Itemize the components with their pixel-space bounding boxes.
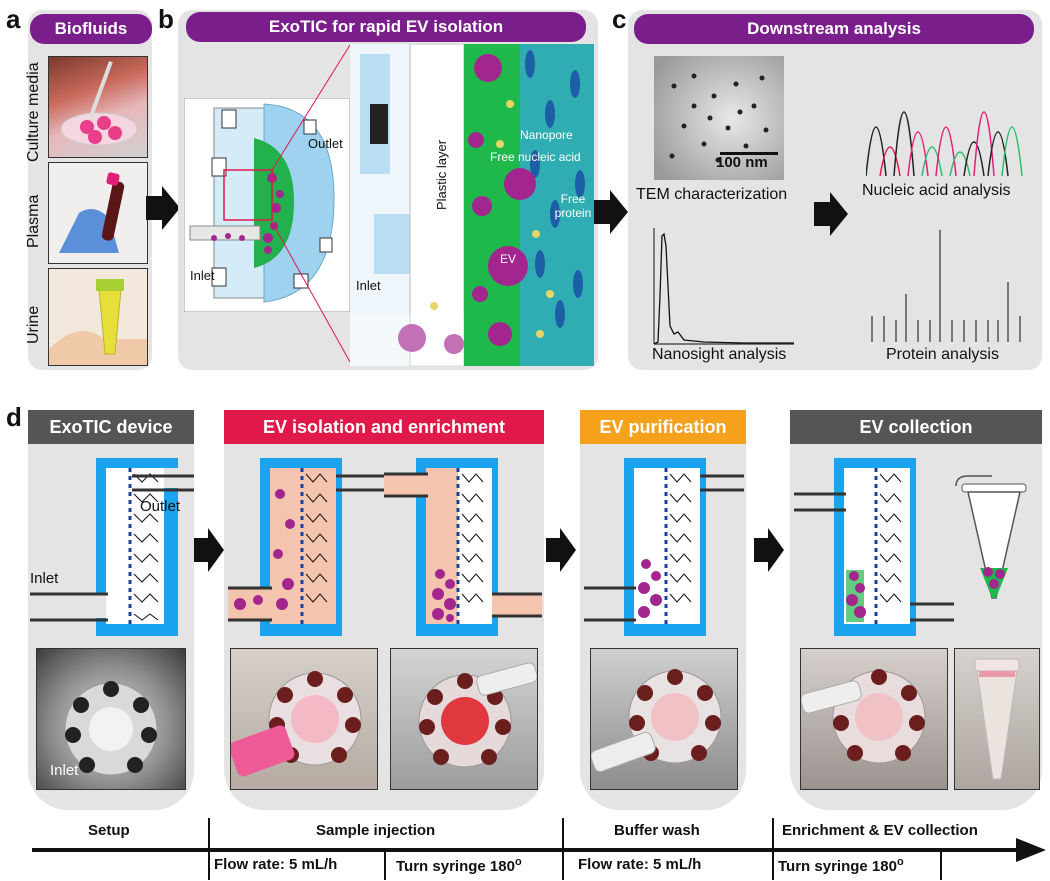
culture-media-label: Culture media [25, 62, 42, 162]
protein-analysis-plot [871, 230, 1021, 342]
plasma-label: Plasma [25, 194, 42, 248]
step1-outlet-label: Outlet [140, 498, 181, 515]
tem-image [654, 56, 784, 180]
zoom-inlet-label: Inlet [356, 278, 381, 293]
urine-photo [48, 268, 148, 366]
detail-flow-rate-1: Flow rate: 5 mL/h [214, 856, 338, 873]
timeline-arrow [32, 838, 1046, 862]
free-protein-label: Free protein [554, 192, 592, 220]
panel-a-title: Biofluids [30, 14, 152, 44]
step2-header: EV isolation and enrichment [224, 410, 544, 444]
membrane-zoom-view [350, 44, 594, 366]
tem-characterization-label: TEM characterization [636, 186, 788, 203]
phase-sample-injection: Sample injection [316, 822, 436, 839]
timeline-divider-4 [772, 818, 774, 880]
plastic-layer-label: Plastic layer [434, 139, 449, 210]
timeline-divider-1 [208, 818, 210, 880]
timeline-divider-5 [940, 852, 942, 880]
arrow-d2 [546, 528, 576, 572]
exotic-device-schematic [184, 98, 350, 312]
detail-turn-syringe-1: Turn syringe 180o [396, 856, 522, 875]
arrow-c-inner [814, 192, 848, 236]
tem-scale-bar-label: 100 nm [716, 154, 768, 171]
plasma-photo [48, 162, 148, 264]
protein-analysis-label: Protein analysis [886, 346, 999, 363]
step4-header: EV collection [790, 410, 1042, 444]
step1-photo-inlet-label: Inlet [50, 762, 79, 779]
arrow-d1 [194, 528, 224, 572]
culture-media-photo [48, 56, 148, 158]
phase-enrichment-collection: Enrichment & EV collection [782, 822, 978, 839]
step3-wash-photo [590, 648, 738, 790]
timeline-divider-2 [384, 852, 386, 880]
step3-schematic [584, 458, 744, 636]
collection-tube-icon [955, 475, 1027, 599]
step4-collection-photo [800, 648, 948, 790]
device-inlet-label: Inlet [190, 268, 215, 283]
detail-flow-rate-2: Flow rate: 5 mL/h [578, 856, 702, 873]
step4-tube-photo [954, 648, 1040, 790]
nanosight-plot [653, 228, 794, 345]
panel-c-letter: c [612, 4, 627, 34]
nanosight-analysis-label: Nanosight analysis [652, 346, 787, 363]
step1-device-photo [36, 648, 186, 790]
step4-schematic [794, 458, 954, 636]
step1-header: ExoTIC device [28, 410, 194, 444]
panel-d-letter: d [6, 402, 22, 432]
nucleic-acid-analysis-label: Nucleic acid analysis [862, 182, 1011, 199]
panel-a-letter: a [6, 4, 21, 34]
nucleic-acid-chromatogram [866, 111, 1023, 177]
nanopore-label: Nanopore [520, 128, 573, 142]
step2-rotated-photo [390, 648, 538, 790]
detail-turn-syringe-2: Turn syringe 180o [778, 856, 904, 875]
urine-label: Urine [25, 305, 42, 344]
step1-inlet-label: Inlet [30, 570, 59, 587]
device-outlet-label: Outlet [308, 136, 343, 151]
step3-header: EV purification [580, 410, 746, 444]
panel-c-title: Downstream analysis [634, 14, 1034, 44]
step1-device-schematic [30, 458, 194, 636]
panel-b-letter: b [158, 4, 174, 34]
step2-schematic-rotated [384, 458, 542, 636]
arrow-b-to-c [594, 190, 628, 234]
step2-schematic-injection [228, 458, 384, 636]
ev-label: EV [500, 252, 517, 266]
phase-setup: Setup [88, 822, 130, 839]
panel-b-title: ExoTIC for rapid EV isolation [186, 12, 586, 42]
free-nucleic-acid-label: Free nucleic acid [490, 150, 581, 164]
step2-injection-photo [230, 648, 378, 790]
arrow-a-to-b [146, 186, 180, 230]
zoom-lines [271, 44, 351, 363]
phase-buffer-wash: Buffer wash [614, 822, 700, 839]
arrow-d3 [754, 528, 784, 572]
timeline-divider-3 [562, 818, 564, 880]
